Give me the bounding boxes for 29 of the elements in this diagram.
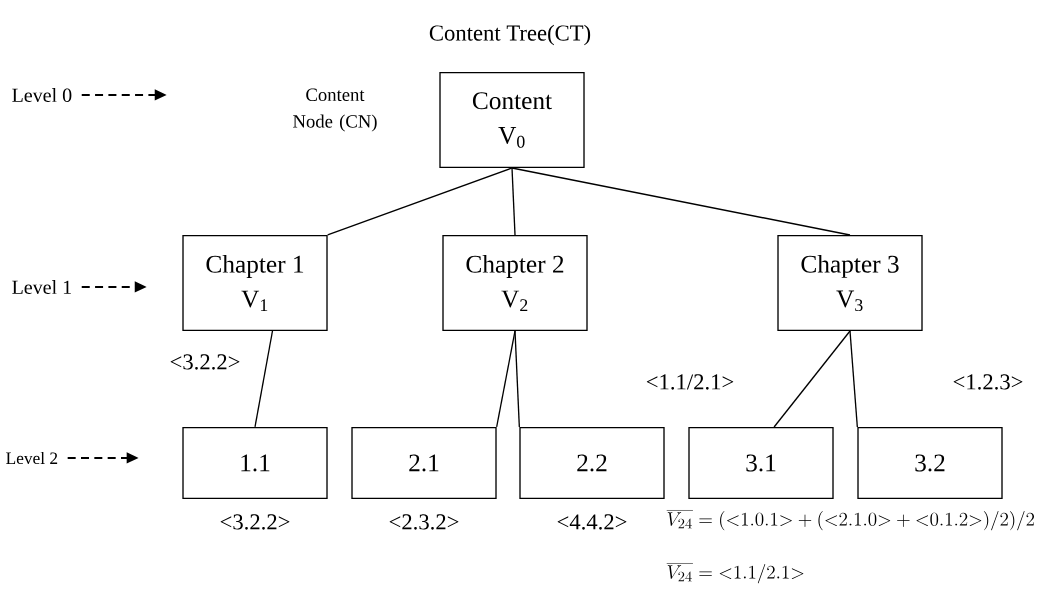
vector-label: <1.1/2.1> xyxy=(646,374,734,390)
tree-node-box: 3.1 xyxy=(688,427,834,499)
tree-node-box: 1.1 xyxy=(182,427,328,499)
level-label: Level 2 xyxy=(6,451,58,465)
vector-label: <2.3.2> xyxy=(389,514,459,530)
node-caption: Content Node (CN) xyxy=(293,88,377,132)
tree-edge xyxy=(514,330,520,428)
formula: $\overline{V_{24}} = {<}1.1/2.1{>}$ xyxy=(666,563,804,584)
tree-edge xyxy=(511,167,851,236)
tree-edge xyxy=(849,330,858,428)
level-label: Level 0 xyxy=(12,87,72,103)
tree-node-box: Chapter 1 V$_{1}$ xyxy=(182,235,328,331)
formula: $\overline{V_{24}} = ({<}1.0.1{>} + ({<}2.1.0{>} + {<}0.1.2{>})/2)/2$ xyxy=(666,510,1034,531)
tree-node-box: Content V$_{0}$ xyxy=(439,72,585,168)
vector-label: <3.2.2> xyxy=(170,354,240,370)
tree-node-box: Chapter 3 V$_{3}$ xyxy=(777,235,923,331)
tree-edge xyxy=(773,330,851,428)
tree-node-box: 3.2 xyxy=(857,427,1003,499)
tree-edge xyxy=(511,167,516,236)
tree-node-box: 2.2 xyxy=(519,427,665,499)
title: Content Tree(CT) xyxy=(429,24,591,46)
tree-edge xyxy=(327,167,513,236)
level-label: Level 1 xyxy=(12,279,71,294)
tree-node-box: Chapter 2 V$_{2}$ xyxy=(442,235,588,331)
tree-node-box: 2.1 xyxy=(351,427,497,499)
tree-edge xyxy=(254,330,274,428)
vector-label: <4.4.2> xyxy=(557,514,627,530)
vector-label: <1.2.3> xyxy=(953,374,1023,390)
vector-label: <3.2.2> xyxy=(220,514,290,530)
